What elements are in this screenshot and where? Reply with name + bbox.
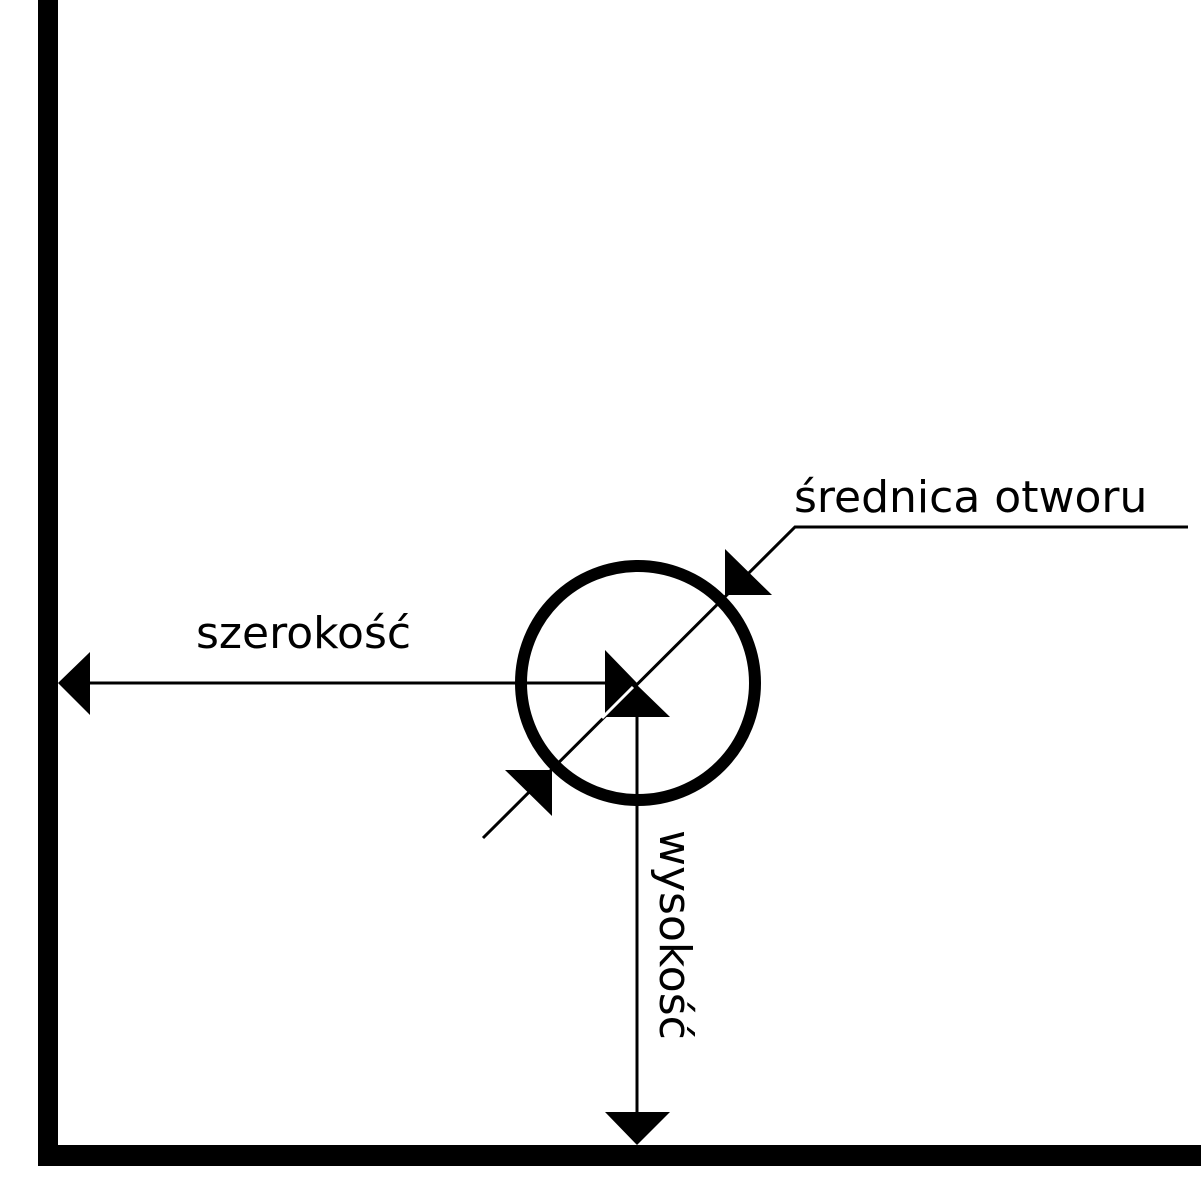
bottom-edge	[38, 1145, 1201, 1166]
diameter-dimension	[481, 525, 1188, 840]
arrow-diagonal-in-icon	[725, 549, 772, 595]
arrow-up-icon	[605, 685, 670, 717]
arrow-right-icon	[605, 650, 637, 714]
width-label: szerokość	[196, 608, 411, 659]
height-label: wysokość	[649, 830, 700, 1040]
arrow-down-icon	[605, 1112, 670, 1145]
height-dimension	[605, 685, 670, 1145]
arrow-left-icon	[58, 652, 90, 715]
width-dimension	[58, 650, 637, 715]
arrow-diagonal-out-icon	[505, 770, 552, 816]
left-edge	[38, 0, 58, 1166]
diameter-label: średnica otworu	[794, 472, 1147, 523]
